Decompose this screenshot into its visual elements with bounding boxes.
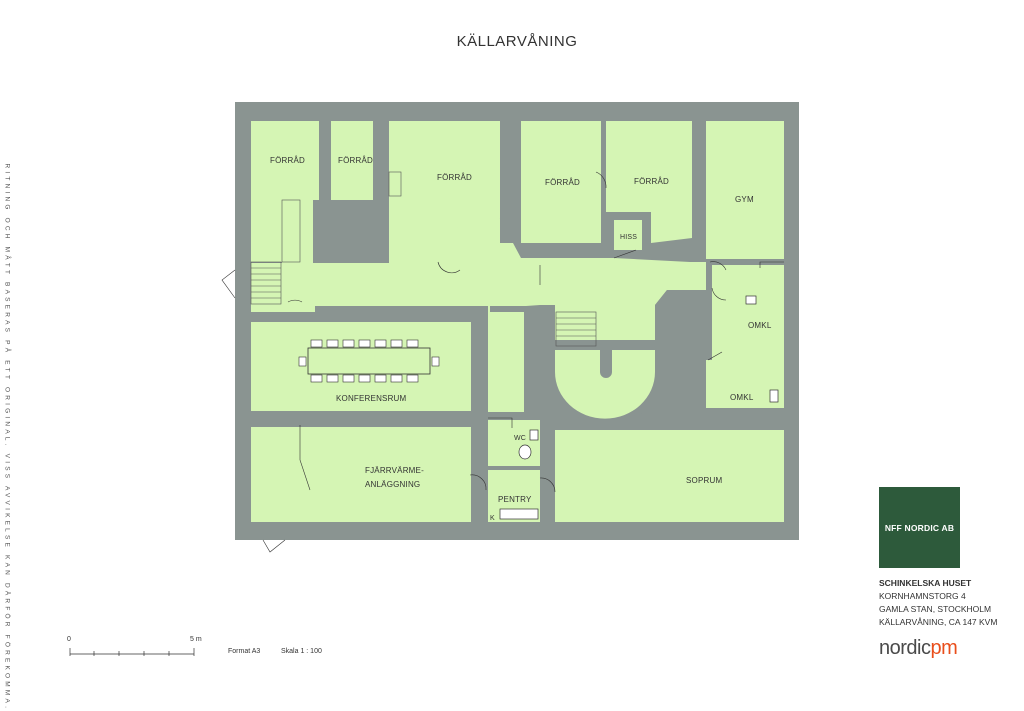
brand-logo: nordicpm [879, 637, 958, 660]
room-hiss [614, 220, 642, 250]
label-forrad-3: FÖRRÅD [437, 173, 472, 182]
brand-part-2: pm [930, 637, 958, 659]
room-wc [488, 420, 540, 466]
label-forrad-2: FÖRRÅD [338, 156, 373, 165]
wall-forrad-divider-3 [510, 121, 521, 218]
wall-bottom [251, 522, 784, 540]
wall-right [784, 121, 799, 540]
wall-conf-top-left [251, 312, 315, 322]
scale-ratio: Skala 1 : 100 [281, 648, 322, 655]
fixtures [499, 295, 779, 520]
stair-landing [555, 305, 655, 340]
wall-conf-bottom [251, 411, 471, 427]
label-omkl-2: OMKL [730, 393, 754, 402]
label-forrad-5: FÖRRÅD [634, 177, 669, 186]
wc-sink [529, 429, 539, 441]
label-gym: GYM [735, 195, 754, 204]
label-wc: WC [514, 435, 526, 442]
omkl-sink-1 [745, 295, 757, 305]
passage-middle [488, 312, 524, 412]
brand-part-1: nordic [879, 637, 931, 659]
address-block: SCHINKELSKA HUSET KORNHAMNSTORG 4 GAMLA … [879, 577, 997, 629]
label-k: K [490, 515, 495, 522]
company-logo: NFF NORDIC AB [879, 487, 960, 568]
label-soprum: SOPRUM [686, 476, 722, 485]
floor-plan: FÖRRÅD FÖRRÅD FÖRRÅD FÖRRÅD FÖRRÅD GYM H… [69, 102, 799, 656]
scale-format: Format A3 [228, 648, 261, 655]
conference-table [298, 339, 440, 383]
wall-vertical-soprum [540, 420, 555, 522]
wall-conf-top [315, 306, 475, 322]
wall-forrad-divider-4 [601, 121, 606, 166]
room-gym [706, 121, 784, 259]
grey-core [313, 200, 389, 263]
page-title: KÄLLARVÅNING [456, 33, 578, 50]
label-fjarrvarme-2: ANLÄGGNING [365, 480, 420, 489]
room-forrad-5 [606, 121, 692, 243]
door-bottom [262, 539, 286, 553]
wall-forrad-divider-1 [319, 121, 331, 200]
label-fjarrvarme-1: FJÄRRVÄRME- [365, 466, 424, 475]
label-pentry: PENTRY [498, 495, 532, 504]
omkl-sink-2 [769, 389, 779, 403]
wc-toilet [518, 444, 532, 460]
room-forrad-3 [389, 121, 500, 243]
doors [221, 171, 784, 553]
area: GAMLA STAN, STOCKHOLM [879, 604, 992, 614]
pentry-counter [499, 508, 539, 520]
room-floors [251, 121, 784, 522]
room-forrad-2 [331, 121, 373, 200]
room-soprum [555, 430, 784, 522]
logo-text: NFF NORDIC AB [884, 522, 955, 533]
scale-five: 5 m [190, 636, 202, 643]
label-forrad-4: FÖRRÅD [545, 178, 580, 187]
building-name: SCHINKELSKA HUSET [879, 578, 972, 588]
wall-chunk [500, 218, 521, 243]
stair-steps [250, 171, 597, 347]
corridor-stair-zone [251, 244, 282, 262]
label-konferensrum: KONFERENSRUM [336, 394, 407, 403]
corridor [251, 200, 706, 312]
label-forrad-1: FÖRRÅD [270, 156, 305, 165]
door-entry [221, 269, 236, 299]
label-omkl-1: OMKL [748, 321, 772, 330]
room-omkl-1 [712, 265, 784, 360]
street: KORNHAMNSTORG 4 [879, 591, 966, 601]
room-fjarrvarme [251, 427, 471, 522]
label-hiss: HISS [620, 234, 637, 241]
room-forrad-4 [521, 121, 601, 243]
wall-forrad-divider-5 [692, 121, 706, 262]
scale-zero: 0 [67, 636, 71, 643]
spiral-stair [555, 350, 655, 419]
floor-size: KÄLLARVÅNING, CA 147 KVM [879, 617, 998, 627]
wall-forrad-divider-2 [373, 121, 389, 177]
wall-vertical-mid [471, 306, 488, 522]
scale-bar [69, 648, 195, 656]
